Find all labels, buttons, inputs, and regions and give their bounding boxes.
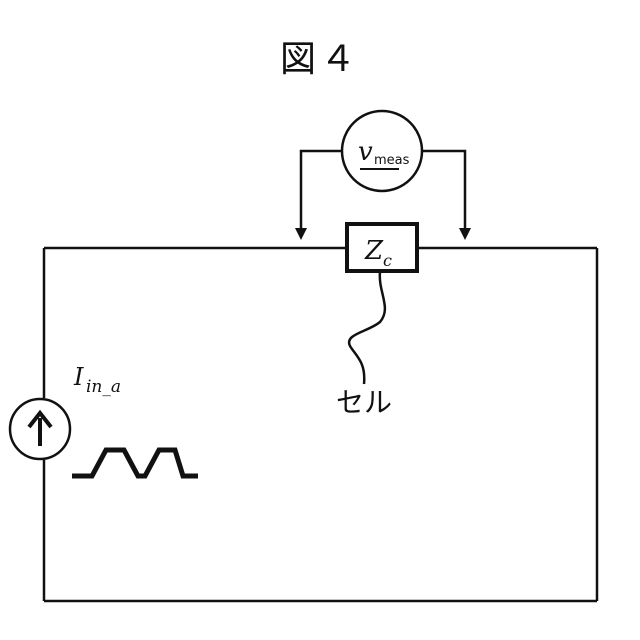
right-lead-arrowhead [459,228,471,240]
trapezoidal-wave-icon [72,450,198,476]
up-arrow-icon [29,413,51,446]
voltmeter-symbol: v [358,137,373,167]
right-lead [422,151,465,228]
impedance-symbol: Z [364,236,384,266]
voltmeter-circle [342,111,422,191]
circuit-loop [44,248,597,601]
cell-label: セル [336,386,392,419]
impedance-zc: Z c [347,224,417,271]
current-source-subscript: in_a [86,377,121,397]
voltmeter-subscript: meas [374,153,410,168]
impedance-subscript: c [383,251,392,270]
voltmeter: v meas [342,111,422,191]
left-lead [301,151,342,228]
current-source-symbol: I [73,363,84,391]
current-source: I in_a [10,363,121,459]
left-lead-arrowhead [295,228,307,240]
cell-pointer-squiggle [349,272,385,384]
